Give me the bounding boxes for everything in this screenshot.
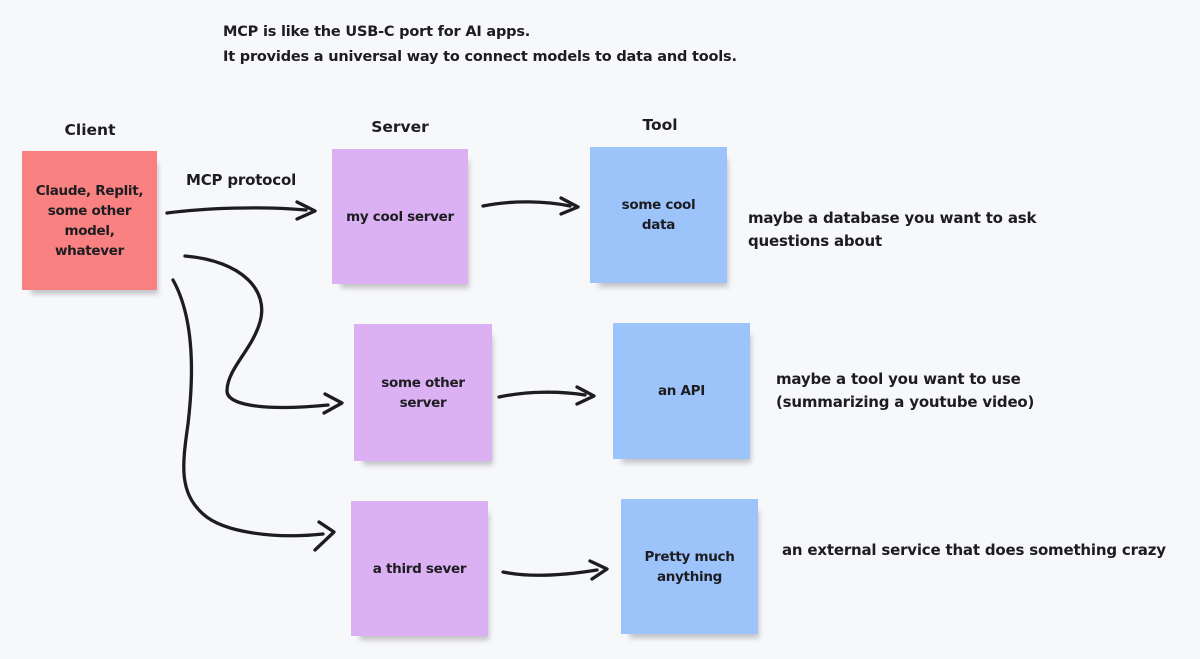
client-box[interactable]: Claude, Replit, some other model, whatev… xyxy=(22,151,157,290)
tool-box-1[interactable]: some cool data xyxy=(590,147,727,283)
tool-box-2-label: an API xyxy=(658,383,705,399)
tool-box-1-label: some cool data xyxy=(621,197,696,233)
client-box-label: Claude, Replit, some other model, whatev… xyxy=(35,182,144,259)
server-box-2-label: some other server xyxy=(381,374,465,411)
server-box-3[interactable]: a third sever xyxy=(351,501,488,636)
note-database[interactable]: maybe a database you want to ask questio… xyxy=(748,209,1037,250)
tool-box-3-label: Pretty much anything xyxy=(644,548,735,585)
mcp-protocol-label[interactable]: MCP protocol xyxy=(186,171,297,189)
tool-box-3[interactable]: Pretty much anything xyxy=(621,499,758,634)
arrow-server-1-to-tool-1[interactable] xyxy=(481,196,580,216)
arrow-server-3-to-tool-3[interactable] xyxy=(501,559,609,581)
arrow-client-to-server-2[interactable] xyxy=(183,254,344,415)
server-box-1[interactable]: my cool server xyxy=(332,149,468,284)
diagram-title[interactable]: MCP is like the USB-C port for AI apps. … xyxy=(223,24,737,65)
note-api-tool[interactable]: maybe a tool you want to use (summarizin… xyxy=(776,370,1035,411)
arrow-client-to-server-3[interactable] xyxy=(171,278,336,552)
tool-box-2[interactable]: an API xyxy=(613,323,750,459)
tool-column-label[interactable]: Tool xyxy=(642,116,678,134)
server-box-2[interactable]: some other server xyxy=(354,324,492,461)
note-external-service[interactable]: an external service that does something … xyxy=(782,541,1166,559)
client-column-label[interactable]: Client xyxy=(64,121,116,139)
arrow-client-to-server-1[interactable] xyxy=(165,200,317,221)
server-column-label[interactable]: Server xyxy=(371,118,429,136)
arrow-server-2-to-tool-2[interactable] xyxy=(497,385,596,406)
server-box-3-label: a third sever xyxy=(372,560,467,577)
server-box-1-label: my cool server xyxy=(346,208,454,225)
